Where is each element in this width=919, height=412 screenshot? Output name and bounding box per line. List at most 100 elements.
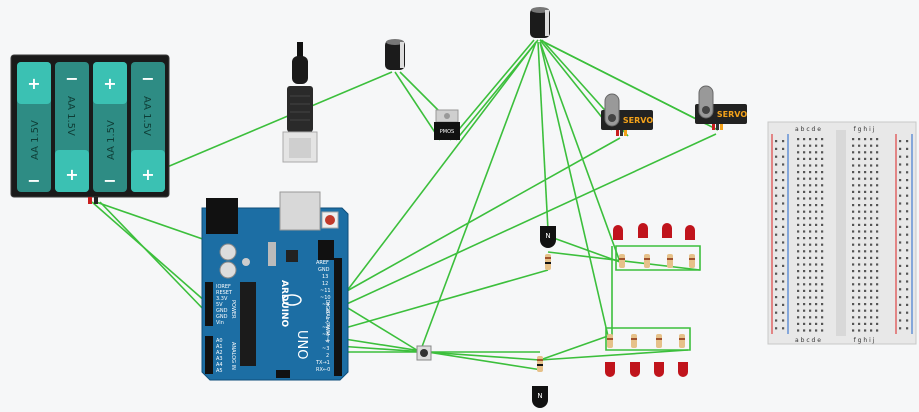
breadboard-hole[interactable] bbox=[906, 202, 909, 205]
breadboard-hole[interactable] bbox=[870, 283, 873, 286]
breadboard-hole[interactable] bbox=[821, 171, 824, 174]
wire[interactable] bbox=[539, 41, 621, 263]
breadboard-hole[interactable] bbox=[864, 309, 867, 312]
breadboard-hole[interactable] bbox=[899, 241, 902, 244]
breadboard-hole[interactable] bbox=[821, 184, 824, 187]
breadboard-hole[interactable] bbox=[797, 329, 800, 332]
breadboard-hole[interactable] bbox=[809, 270, 812, 273]
breadboard-hole[interactable] bbox=[809, 237, 812, 240]
breadboard-hole[interactable] bbox=[870, 303, 873, 306]
breadboard-hole[interactable] bbox=[821, 276, 824, 279]
breadboard-hole[interactable] bbox=[775, 296, 778, 299]
breadboard-hole[interactable] bbox=[870, 243, 873, 246]
breadboard-hole[interactable] bbox=[803, 151, 806, 154]
breadboard-hole[interactable] bbox=[782, 155, 785, 158]
breadboard-hole[interactable] bbox=[864, 223, 867, 226]
breadboard-hole[interactable] bbox=[775, 241, 778, 244]
breadboard-hole[interactable] bbox=[815, 309, 818, 312]
battery-cell[interactable]: + − AA 1.5V bbox=[93, 62, 127, 192]
breadboard-hole[interactable] bbox=[815, 210, 818, 213]
breadboard-hole[interactable] bbox=[906, 186, 909, 189]
breadboard-hole[interactable] bbox=[864, 250, 867, 253]
breadboard-hole[interactable] bbox=[821, 144, 824, 147]
breadboard-hole[interactable] bbox=[797, 316, 800, 319]
breadboard-hole[interactable] bbox=[782, 171, 785, 174]
breadboard-hole[interactable] bbox=[821, 250, 824, 253]
breadboard-hole[interactable] bbox=[815, 303, 818, 306]
breadboard-hole[interactable] bbox=[852, 263, 855, 266]
breadboard-hole[interactable] bbox=[797, 184, 800, 187]
breadboard-hole[interactable] bbox=[876, 230, 879, 233]
breadboard-hole[interactable] bbox=[899, 171, 902, 174]
wire[interactable] bbox=[339, 41, 537, 301]
breadboard-hole[interactable] bbox=[809, 329, 812, 332]
breadboard-hole[interactable] bbox=[899, 272, 902, 275]
breadboard-hole[interactable] bbox=[803, 263, 806, 266]
breadboard-hole[interactable] bbox=[815, 283, 818, 286]
breadboard-hole[interactable] bbox=[906, 288, 909, 291]
breadboard-hole[interactable] bbox=[858, 322, 861, 325]
breadboard-hole[interactable] bbox=[864, 276, 867, 279]
breadboard-hole[interactable] bbox=[809, 289, 812, 292]
breadboard-hole[interactable] bbox=[821, 164, 824, 167]
breadboard-hole[interactable] bbox=[852, 256, 855, 259]
breadboard-hole[interactable] bbox=[809, 138, 812, 141]
breadboard-hole[interactable] bbox=[803, 190, 806, 193]
breadboard-hole[interactable] bbox=[775, 249, 778, 252]
breadboard-hole[interactable] bbox=[821, 256, 824, 259]
battery-cell[interactable]: − + AA 1.5V bbox=[131, 62, 165, 192]
breadboard-hole[interactable] bbox=[870, 250, 873, 253]
breadboard-hole[interactable] bbox=[906, 194, 909, 197]
breadboard-hole[interactable] bbox=[797, 151, 800, 154]
breadboard-hole[interactable] bbox=[775, 155, 778, 158]
breadboard-hole[interactable] bbox=[906, 210, 909, 213]
breadboard-hole[interactable] bbox=[858, 256, 861, 259]
breadboard-hole[interactable] bbox=[775, 311, 778, 314]
breadboard-hole[interactable] bbox=[876, 322, 879, 325]
breadboard-hole[interactable] bbox=[858, 316, 861, 319]
breadboard-hole[interactable] bbox=[782, 319, 785, 322]
breadboard-hole[interactable] bbox=[821, 322, 824, 325]
breadboard-hole[interactable] bbox=[821, 138, 824, 141]
breadboard-hole[interactable] bbox=[899, 155, 902, 158]
breadboard-hole[interactable] bbox=[815, 250, 818, 253]
breadboard-hole[interactable] bbox=[815, 204, 818, 207]
breadboard-hole[interactable] bbox=[906, 218, 909, 221]
led-red[interactable] bbox=[638, 223, 648, 238]
breadboard-hole[interactable] bbox=[852, 309, 855, 312]
breadboard-hole[interactable] bbox=[876, 157, 879, 160]
breadboard-hole[interactable] bbox=[906, 225, 909, 228]
npn-transistor[interactable]: N bbox=[540, 226, 556, 248]
breadboard-hole[interactable] bbox=[906, 280, 909, 283]
arduino-uno-board[interactable]: IOREF RESET 3.3V 5V GND GND Vin POWER A0… bbox=[201, 191, 349, 381]
breadboard-hole[interactable] bbox=[821, 217, 824, 220]
breadboard-hole[interactable] bbox=[864, 190, 867, 193]
breadboard-hole[interactable] bbox=[775, 280, 778, 283]
breadboard-hole[interactable] bbox=[809, 263, 812, 266]
breadboard-hole[interactable] bbox=[899, 233, 902, 236]
breadboard-hole[interactable] bbox=[876, 283, 879, 286]
breadboard-hole[interactable] bbox=[809, 190, 812, 193]
breadboard-hole[interactable] bbox=[809, 309, 812, 312]
breadboard-hole[interactable] bbox=[852, 243, 855, 246]
breadboard-hole[interactable] bbox=[876, 270, 879, 273]
breadboard-hole[interactable] bbox=[858, 217, 861, 220]
breadboard-hole[interactable] bbox=[858, 184, 861, 187]
breadboard-hole[interactable] bbox=[809, 184, 812, 187]
breadboard-hole[interactable] bbox=[809, 151, 812, 154]
breadboard-hole[interactable] bbox=[858, 138, 861, 141]
breadboard-hole[interactable] bbox=[876, 190, 879, 193]
breadboard-hole[interactable] bbox=[876, 309, 879, 312]
breadboard-hole[interactable] bbox=[870, 157, 873, 160]
breadboard-hole[interactable] bbox=[775, 210, 778, 213]
led-red[interactable] bbox=[613, 225, 623, 240]
breadboard-hole[interactable] bbox=[899, 288, 902, 291]
breadboard-hole[interactable] bbox=[852, 217, 855, 220]
battery-lead-red[interactable] bbox=[88, 197, 92, 204]
breadboard-hole[interactable] bbox=[899, 311, 902, 314]
breadboard-hole[interactable] bbox=[803, 230, 806, 233]
breadboard-hole[interactable] bbox=[906, 140, 909, 143]
breadboard-hole[interactable] bbox=[821, 283, 824, 286]
breadboard-hole[interactable] bbox=[870, 276, 873, 279]
breadboard[interactable]: a b c d e f g h i j a b c d e f g h i j bbox=[767, 121, 917, 345]
